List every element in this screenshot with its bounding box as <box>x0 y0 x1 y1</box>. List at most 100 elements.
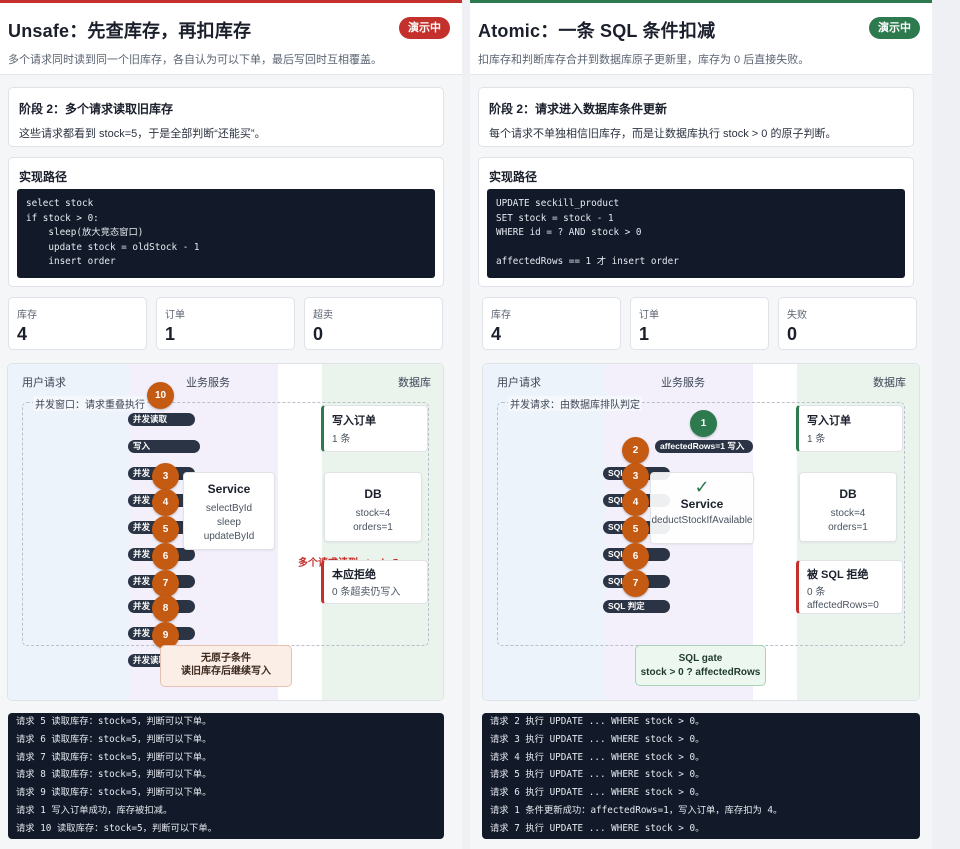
reject-card: 本应拒绝 0 条超卖仍写入 <box>321 560 428 604</box>
reject-title: 本应拒绝 <box>332 569 376 581</box>
request-pill: affectedRows=1 写入 <box>655 440 753 453</box>
implementation-title: 实现路径 <box>489 170 538 184</box>
write-order-title: 写入订单 <box>807 415 851 427</box>
request-number: 3 <box>622 463 649 490</box>
panel-title: Atomic：一条 SQL 条件扣减 <box>478 21 716 41</box>
panel-title: Unsafe：先查库存，再扣库存 <box>8 21 252 41</box>
write-order-detail: 1 条 <box>807 434 826 445</box>
panel-subtitle: 多个请求同时读到同一个旧库存，各自认为可以下单，最后写回时互相覆盖。 <box>8 54 382 66</box>
request-number: 5 <box>152 516 179 543</box>
write-order-card: 写入订单 1 条 <box>321 405 428 452</box>
db-value: orders=1 <box>353 522 393 533</box>
lane-label: 业务服务 <box>661 377 705 389</box>
log-line: 请求 5 执行 UPDATE ... WHERE stock > 0。 <box>490 769 705 781</box>
request-number: 6 <box>622 543 649 570</box>
log-line: 请求 2 执行 UPDATE ... WHERE stock > 0。 <box>490 716 705 727</box>
window-label: 并发请求：由数据库排队判定 <box>508 396 642 411</box>
log-line: 请求 7 执行 UPDATE ... WHERE stock > 0。 <box>490 822 705 834</box>
panel-header: Unsafe：先查库存，再扣库存 多个请求同时读到同一个旧库存，各自认为可以下单… <box>0 3 462 75</box>
log-line: 请求 9 读取库存：stock=5，判断可以下单。 <box>16 787 212 799</box>
lane-label: 业务服务 <box>186 377 230 389</box>
db-box: DB stock=4 orders=1 <box>799 472 897 542</box>
demo-status-badge[interactable]: 演示中 <box>869 17 920 39</box>
log-line: 请求 3 执行 UPDATE ... WHERE stock > 0。 <box>490 733 705 745</box>
code-line: WHERE id = ? AND stock > 0 <box>496 227 642 239</box>
gate-line: stock > 0 ? affectedRows <box>640 667 761 678</box>
stat-value: 0 <box>787 324 798 344</box>
stage-card: 阶段 2：请求进入数据库条件更新 每个请求不单独相信旧库存，而是让数据库执行 s… <box>478 87 914 147</box>
request-number: 1 <box>690 410 717 437</box>
request-number: 5 <box>622 516 649 543</box>
write-order-detail: 1 条 <box>332 434 351 445</box>
request-pill: 写入 <box>128 440 200 453</box>
stat-value: 4 <box>491 324 502 344</box>
event-log: 请求 2 执行 UPDATE ... WHERE stock > 0。 请求 3… <box>482 713 920 839</box>
service-title: Service <box>207 482 251 496</box>
reject-title: 被 SQL 拒绝 <box>807 569 869 581</box>
lane-label: 用户请求 <box>497 377 541 389</box>
code-line: affectedRows == 1 才 insert order <box>496 256 679 268</box>
request-number: 8 <box>152 595 179 622</box>
lane-user <box>483 364 605 700</box>
service-method: deductStockIfAvailable <box>651 515 753 526</box>
stat-value: 1 <box>639 324 650 344</box>
event-log: 请求 5 读取库存：stock=5，判断可以下单。 请求 6 读取库存：stoc… <box>8 713 444 839</box>
code-line: sleep(放大竞态窗口) <box>26 227 144 239</box>
code-line: if stock > 0: <box>26 212 99 224</box>
service-title: Service <box>680 497 724 511</box>
request-pill: 并发读取 <box>128 413 195 426</box>
lane-label: 数据库 <box>398 377 431 389</box>
stat-oversold: 超卖 0 <box>304 297 443 350</box>
lane-label: 数据库 <box>873 377 906 389</box>
code-line: insert order <box>26 256 116 268</box>
stat-label: 库存 <box>17 310 37 321</box>
request-number: 9 <box>152 622 179 649</box>
unsafe-panel: Unsafe：先查库存，再扣库存 多个请求同时读到同一个旧库存，各自认为可以下单… <box>0 0 462 849</box>
stage-card: 阶段 2：多个请求读取旧库存 这些请求都看到 stock=5，于是全部判断“还能… <box>8 87 444 147</box>
service-box: Service selectById sleep updateById <box>183 472 275 550</box>
lane-label: 用户请求 <box>22 377 66 389</box>
log-line: 请求 8 读取库存：stock=5，判断可以下单。 <box>16 769 212 781</box>
request-number: 4 <box>622 489 649 516</box>
request-number: 10 <box>147 382 174 409</box>
stat-stock: 库存 4 <box>482 297 621 350</box>
stat-label: 订单 <box>639 310 659 321</box>
write-order-title: 写入订单 <box>332 415 376 427</box>
stage-title: 阶段 2：多个请求读取旧库存 <box>19 102 174 116</box>
code-line: select stock <box>26 198 94 209</box>
stat-orders: 订单 1 <box>156 297 295 350</box>
reject-detail: 0 条 <box>807 587 826 598</box>
reject-detail: 0 条超卖仍写入 <box>332 587 401 598</box>
reject-detail: affectedRows=0 <box>807 600 879 611</box>
service-box: ✓ Service deductStockIfAvailable <box>650 472 754 544</box>
demo-status-badge[interactable]: 演示中 <box>399 17 450 39</box>
request-pill: SQL 判定 <box>603 600 670 613</box>
stat-label: 失败 <box>787 310 807 321</box>
flow-diagram: 用户请求 业务服务 数据库 并发窗口：请求重叠执行 并发读取 写入 并发 并发 … <box>7 363 444 701</box>
log-line: 请求 10 读取库存：stock=5，判断可以下单。 <box>16 822 218 834</box>
lane-user <box>8 364 130 700</box>
stat-label: 订单 <box>165 310 185 321</box>
stat-label: 库存 <box>491 310 511 321</box>
log-line: 请求 6 读取库存：stock=5，判断可以下单。 <box>16 733 212 745</box>
log-line: 请求 4 执行 UPDATE ... WHERE stock > 0。 <box>490 751 705 763</box>
panel-subtitle: 扣库存和判断库存合并到数据库原子更新里，库存为 0 后直接失败。 <box>478 54 810 66</box>
sql-reject-card: 被 SQL 拒绝 0 条 affectedRows=0 <box>796 560 903 614</box>
db-value: stock=4 <box>355 508 391 519</box>
flow-diagram: 用户请求 业务服务 数据库 并发请求：由数据库排队判定 affectedRows… <box>482 363 920 701</box>
log-line: 请求 5 读取库存：stock=5，判断可以下单。 <box>16 716 212 727</box>
service-method: sleep <box>217 517 241 528</box>
stage-title: 阶段 2：请求进入数据库条件更新 <box>489 102 668 116</box>
request-number: 7 <box>622 570 649 597</box>
stat-value: 0 <box>313 324 324 344</box>
stat-label: 超卖 <box>313 310 333 321</box>
panel-header: Atomic：一条 SQL 条件扣减 扣库存和判断库存合并到数据库原子更新里，库… <box>470 3 932 75</box>
panel-body: 阶段 2：多个请求读取旧库存 这些请求都看到 stock=5，于是全部判断“还能… <box>0 75 462 849</box>
note-line: 无原子条件 <box>201 653 251 664</box>
write-order-card: 写入订单 1 条 <box>796 405 903 452</box>
code-line: SET stock = stock - 1 <box>496 212 614 224</box>
